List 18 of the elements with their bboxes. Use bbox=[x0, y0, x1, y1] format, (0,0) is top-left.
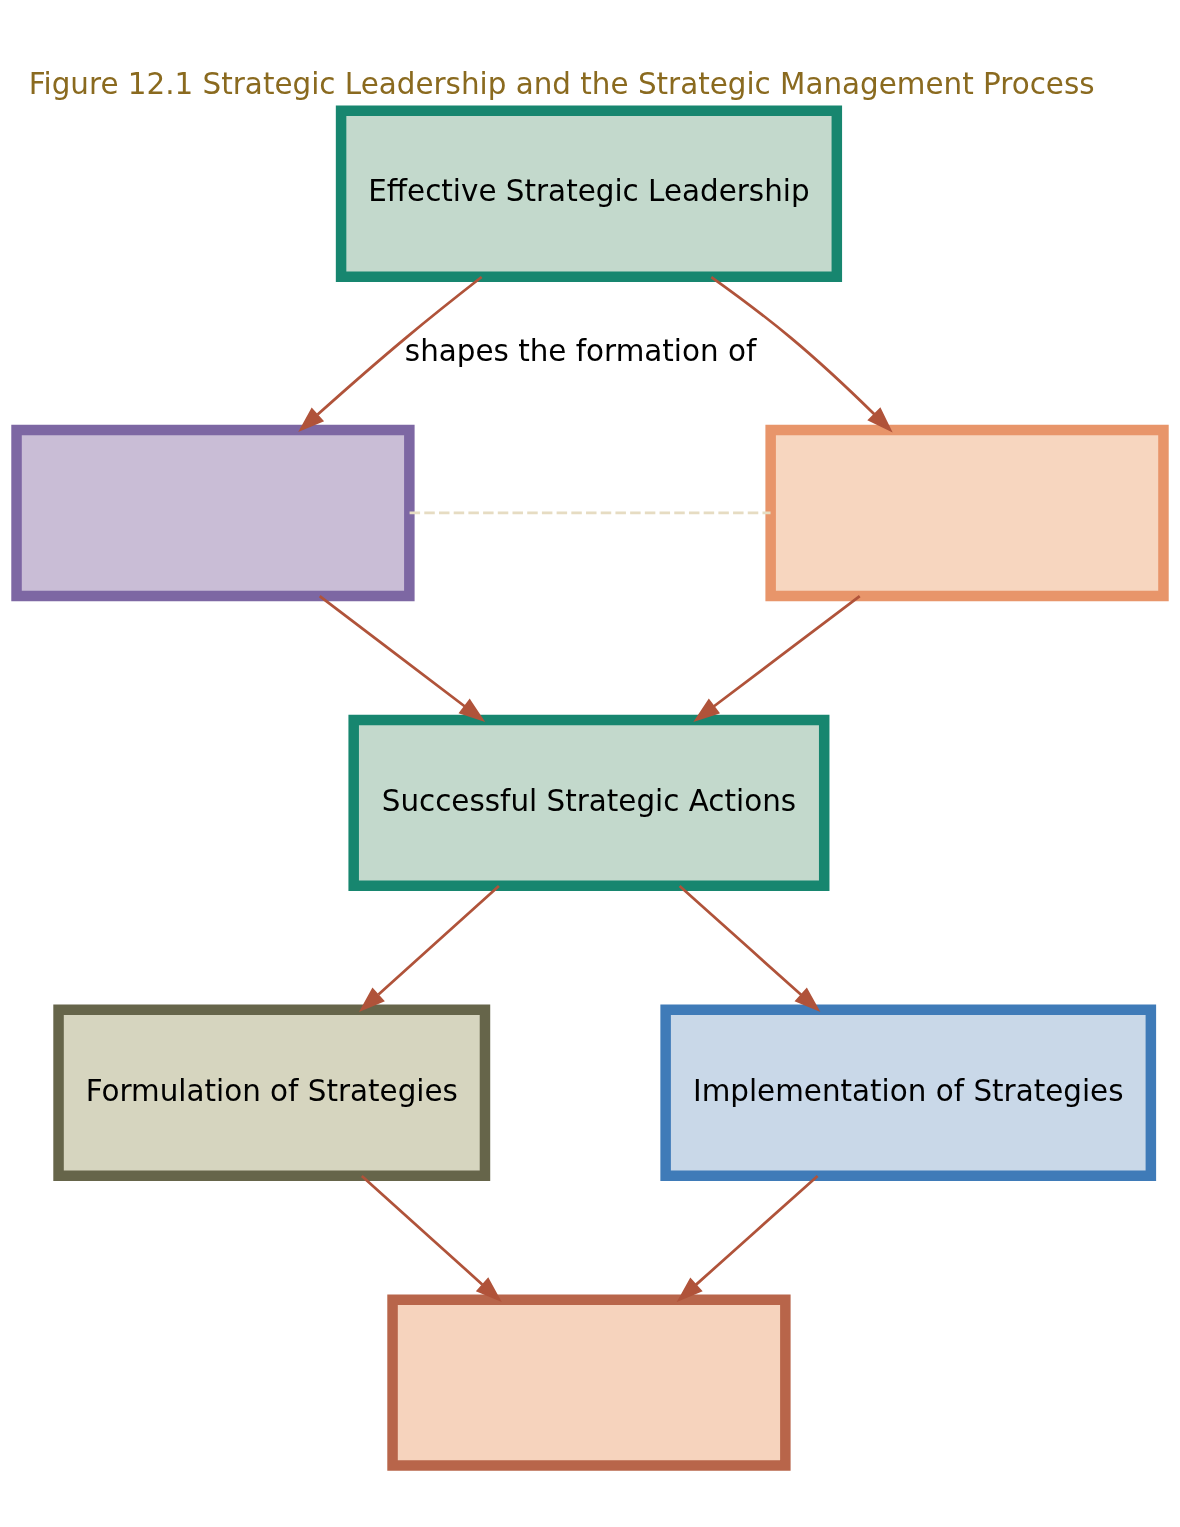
node-box bbox=[765, 424, 1169, 601]
diagram-title: Figure 12.1 Strategic Leadership and the Strategic Management Process bbox=[28, 66, 1095, 101]
arrow bbox=[678, 884, 821, 1012]
arrow bbox=[298, 275, 483, 432]
arrow bbox=[318, 594, 486, 722]
node-box: Successful Strategic Actions bbox=[348, 714, 830, 891]
arrow bbox=[693, 594, 861, 722]
node-box: Effective Strategic Leadership bbox=[335, 104, 843, 282]
arrow bbox=[358, 884, 500, 1012]
arrow bbox=[360, 1174, 502, 1302]
arrow bbox=[676, 1174, 819, 1302]
node-box bbox=[11, 424, 415, 601]
node-box bbox=[387, 1293, 791, 1471]
connector bbox=[409, 511, 771, 514]
arrow bbox=[710, 275, 893, 432]
node-box: Implementation of Strategies bbox=[660, 1004, 1157, 1181]
edge-label: shapes the formation of bbox=[404, 333, 757, 368]
node-box: Formulation of Strategies bbox=[53, 1004, 491, 1181]
